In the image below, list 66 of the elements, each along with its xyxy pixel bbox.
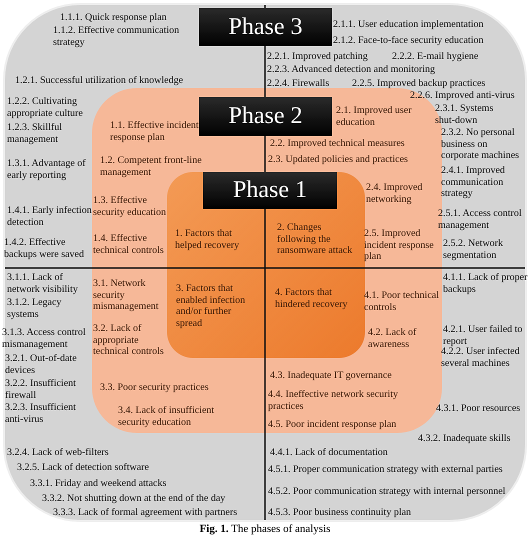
category-text: 2.2.5. Improved backup practices [352,78,486,90]
category-text: 1.2. Competent front-line management [100,155,203,178]
category-text: 1.3.1. Advantage of early reporting [7,158,87,181]
phase-region [167,172,365,358]
category-text: 2.3.1. Systems shut-down [435,103,494,126]
category-text: 3.4. Lack of insufficient security education [118,405,216,428]
category-text: 2.1. Improved user education [336,105,413,128]
category-text: 2. Changes following the ransomware attack [277,222,354,256]
category-text: 2.3.2. No personal business on corporate machines [441,127,520,162]
category-text: 1.2.2. Cultivating appropriate culture [7,96,84,119]
category-text: 3.2.5. Lack of detection software [17,462,149,474]
category-text: 4.5. Poor incident response plan [268,419,396,430]
category-text: 4.2.1. User failed to report [443,324,524,346]
category-text: 2.1.1. User education implementation [333,19,484,30]
category-text: 1. Factors that helped recovery [175,228,240,251]
category-text: 2.5.2. Network segmentation [443,238,504,261]
category-text: 2.3. Updated policies and practices [268,154,408,166]
category-text: 2.2.2. E-mail hygiene [392,51,478,62]
category-text: 1.1.2. Effective communication strategy [53,25,180,48]
category-text: 4.5.2. Poor communication strategy with internal personnel [268,486,506,498]
category-text: 1.1. Effective incident response plan [110,120,200,143]
category-text: 4.2.2. User infected several machines [441,346,521,369]
category-text: 3.3. Poor security practices [100,382,209,394]
category-text: 4.4.1. Lack of documentation [270,447,388,458]
category-text: 3.2.4. Lack of web-filters [7,447,109,458]
category-text: 2.4.1. Improved communication strategy [441,165,506,200]
category-text: 3.3.3. Lack of formal agreement with partners [53,507,238,518]
category-text: 4.5.3. Poor business continuity plan [268,507,412,518]
category-text: 2.2.6. Improved anti-virus [410,90,515,102]
category-text: 1.4. Effective technical controls [93,233,165,256]
category-text: 3.3.2. Not shutting down at the end of the day [42,493,226,504]
category-text: 3.1. Network security mismanagement [93,278,160,312]
category-text: 1.2.1. Successful utilization of knowledge [15,75,184,86]
category-text: 2.2. Improved technical measures [270,138,405,150]
category-text: 2.2.3. Advanced detection and monitoring [267,64,436,76]
category-text: 3.2.1. Out-of-date devices [5,353,78,376]
category-text: 4.1.1. Lack of proper backups [443,272,528,295]
category-text: 1.4.1. Early infection detection [7,205,92,228]
category-text: 1.1.1. Quick response plan [60,12,167,24]
category-text: 3.2.3. Insufficient anti-virus [5,402,77,425]
phase-banner: Phase 3 [199,8,332,46]
category-text: 3.3.1. Friday and weekend attacks [30,478,166,490]
phase-banner: Phase 2 [199,97,332,136]
category-text: 2.2.4. Firewalls [267,78,330,90]
category-text: 4.1. Poor technical controls [364,290,440,313]
category-text: 3. Factors that enabled infection and/or further spread [176,283,246,329]
category-text: 4.2. Lack of awareness [368,327,418,350]
category-text: 4.3.2. Inadequate skills [418,433,510,444]
category-text: 3.1.2. Legacy systems [7,297,62,320]
category-text: 4.4. Ineffective network security practices [268,389,400,412]
category-text: 4.3. Inadequate IT governance [270,370,392,382]
category-text: 4.5.1. Proper communication strategy with external parties [268,464,504,476]
category-text: 1.4.2. Effective backups were saved [4,237,85,260]
category-text: 3.2. Lack of appropriate technical controls [93,323,165,358]
category-text: 1.3. Effective security education [93,195,168,218]
category-text: 2.4. Improved networking [366,182,424,205]
category-text: 2.2.1. Improved patching [267,51,368,62]
category-text: 3.1.3. Access control mismanagement [2,327,87,350]
figure-caption: Fig. 1. The phases of analysis [198,523,332,535]
category-text: 2.1.2. Face-to-face security education [333,35,484,46]
category-text: 2.5.1. Access control management [438,208,523,231]
category-text: 4.3.1. Poor resources [436,403,520,414]
phase-banner: Phase 1 [203,172,337,209]
category-text: 3.2.2. Insufficient firewall [5,378,77,401]
category-text: 1.2.3. Skillful management [7,122,64,145]
category-text: 3.1.1. Lack of network visibility [7,272,79,295]
